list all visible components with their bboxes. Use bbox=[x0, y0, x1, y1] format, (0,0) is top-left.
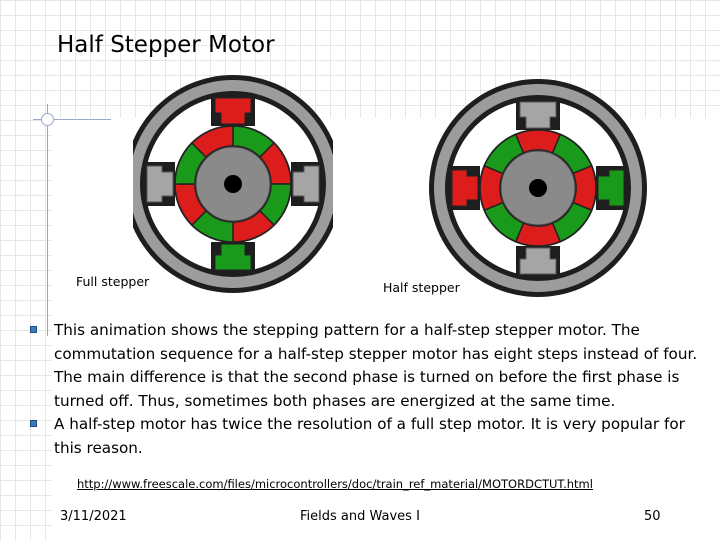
stator-pole-left bbox=[146, 165, 174, 203]
stator-pole-top bbox=[519, 101, 557, 129]
decorative-circle-icon bbox=[41, 113, 54, 126]
bullet-list: This animation shows the stepping patter… bbox=[30, 319, 700, 460]
footer-date: 3/11/2021 bbox=[60, 509, 127, 524]
footer-course-title: Fields and Waves I bbox=[300, 509, 420, 524]
bullet-item: This animation shows the stepping patter… bbox=[30, 319, 700, 413]
bullet-item: A half-step motor has twice the resoluti… bbox=[30, 413, 700, 460]
decorative-vertical-line bbox=[47, 104, 48, 336]
stator-pole-left bbox=[451, 169, 479, 207]
full-stepper-motor-diagram bbox=[133, 75, 333, 293]
stator-pole-right bbox=[597, 169, 625, 207]
decorative-horizontal-line bbox=[33, 119, 111, 120]
rotor-shaft bbox=[224, 175, 242, 193]
caption-full-stepper: Full stepper bbox=[76, 274, 150, 289]
bullet-square-icon bbox=[30, 420, 37, 427]
stator-pole-top bbox=[214, 97, 252, 125]
bullet-text: A half-step motor has twice the resoluti… bbox=[54, 415, 685, 457]
stator-pole-right bbox=[292, 165, 320, 203]
caption-half-stepper: Half stepper bbox=[383, 280, 460, 295]
rotor-ring bbox=[479, 129, 597, 247]
source-link[interactable]: http://www.freescale.com/files/microcont… bbox=[77, 477, 593, 491]
rotor-shaft bbox=[529, 179, 547, 197]
bullet-text: This animation shows the stepping patter… bbox=[54, 321, 698, 410]
half-stepper-motor-diagram bbox=[429, 79, 647, 297]
stator-pole-bottom bbox=[214, 243, 252, 271]
stator-pole-bottom bbox=[519, 247, 557, 275]
footer-page-number: 50 bbox=[644, 509, 661, 524]
bullet-square-icon bbox=[30, 326, 37, 333]
slide-title: Half Stepper Motor bbox=[57, 32, 275, 58]
rotor-ring bbox=[174, 125, 292, 243]
